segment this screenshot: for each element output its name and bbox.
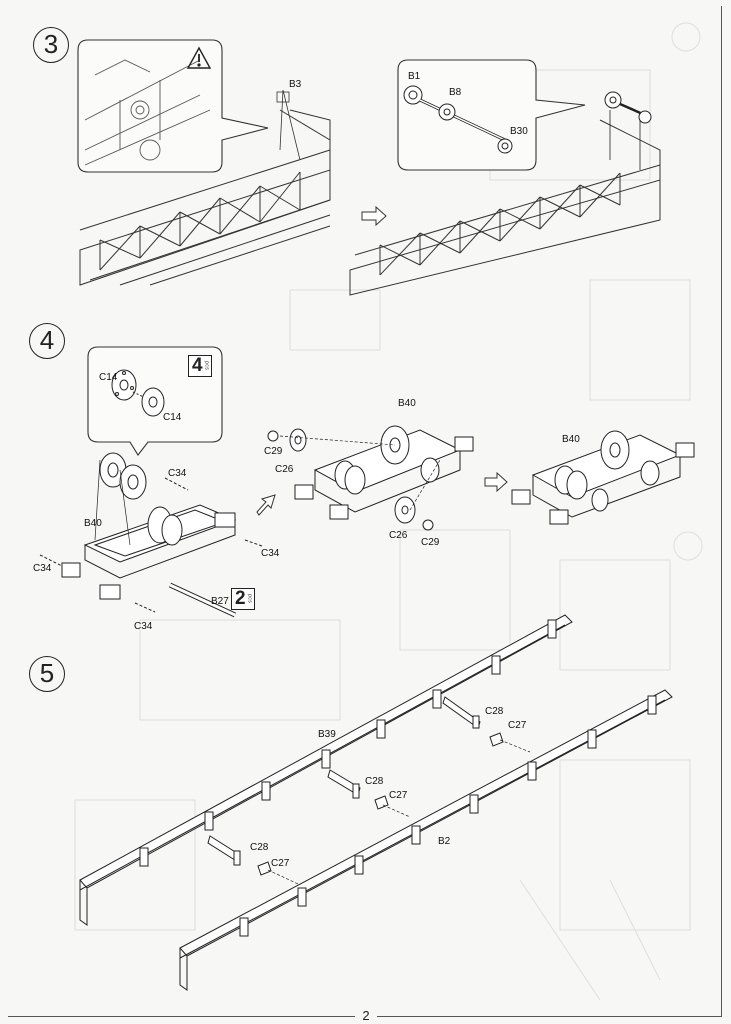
step5-rail-upper bbox=[79, 614, 573, 926]
label-b40-c: B40 bbox=[562, 434, 580, 445]
axle-assembly-drawing bbox=[403, 85, 513, 154]
label-b1: B1 bbox=[408, 71, 421, 82]
wheel-halves-drawing bbox=[111, 369, 165, 417]
label-c29-a: C29 bbox=[264, 446, 283, 457]
label-c34-b: C34 bbox=[261, 548, 280, 559]
label-b30: B30 bbox=[510, 126, 528, 137]
label-c14-a: C14 bbox=[99, 372, 118, 383]
label-b3: B3 bbox=[289, 79, 302, 90]
label-c14-b: C14 bbox=[163, 412, 182, 423]
step-number-3: 3 bbox=[33, 27, 69, 63]
next-arrow-icon bbox=[361, 205, 387, 227]
label-b2: B2 bbox=[438, 836, 451, 847]
bogie-assembly-right bbox=[511, 430, 695, 525]
label-c28-c: C28 bbox=[250, 842, 269, 853]
label-b40-b: B40 bbox=[398, 398, 416, 409]
cross-pieces bbox=[207, 696, 531, 885]
step4-arrow-right bbox=[484, 471, 508, 493]
label-c26-b: C26 bbox=[389, 530, 408, 541]
label-b40-a: B40 bbox=[84, 518, 102, 529]
step5-rail-lower bbox=[179, 689, 673, 991]
warning-triangle-icon bbox=[186, 46, 212, 69]
label-c27-a: C27 bbox=[508, 720, 527, 731]
step4-arrow-diag bbox=[256, 494, 276, 516]
bogie-assembly-left bbox=[39, 452, 263, 618]
label-c29-b: C29 bbox=[421, 537, 440, 548]
quantity-count: 2 bbox=[235, 588, 246, 609]
label-c28-b: C28 bbox=[365, 776, 384, 787]
step-number-4: 4 bbox=[29, 323, 65, 359]
label-c28-a: C28 bbox=[485, 706, 504, 717]
step3-callout-left bbox=[77, 39, 269, 173]
label-c27-b: C27 bbox=[389, 790, 408, 801]
label-c27-c: C27 bbox=[271, 858, 290, 869]
label-c34-c: C34 bbox=[33, 563, 52, 574]
quantity-unit: pcs bbox=[203, 361, 210, 371]
step3-callout-right bbox=[397, 59, 586, 171]
quantity-unit: pcs bbox=[246, 594, 253, 604]
page-number: 2 bbox=[355, 1008, 377, 1023]
label-c26-a: C26 bbox=[275, 464, 294, 475]
step3-truss-left bbox=[79, 109, 331, 286]
quantity-count: 4 bbox=[192, 355, 203, 376]
b3-leader-lines bbox=[276, 89, 301, 161]
ghost-background bbox=[74, 22, 703, 1001]
label-b39: B39 bbox=[318, 729, 336, 740]
bogie-assembly-middle bbox=[267, 425, 474, 531]
step3-truss-right bbox=[349, 119, 661, 296]
step-number-5: 5 bbox=[29, 656, 65, 692]
quantity-badge-2pcs: 2 pcs bbox=[231, 588, 255, 610]
label-b8: B8 bbox=[449, 87, 462, 98]
label-c34-d: C34 bbox=[134, 621, 153, 632]
quantity-badge-4pcs: 4 pcs bbox=[188, 355, 212, 377]
gear-detail-right bbox=[604, 91, 652, 170]
label-c34-a: C34 bbox=[168, 468, 187, 479]
label-b27: B27 bbox=[211, 596, 229, 607]
